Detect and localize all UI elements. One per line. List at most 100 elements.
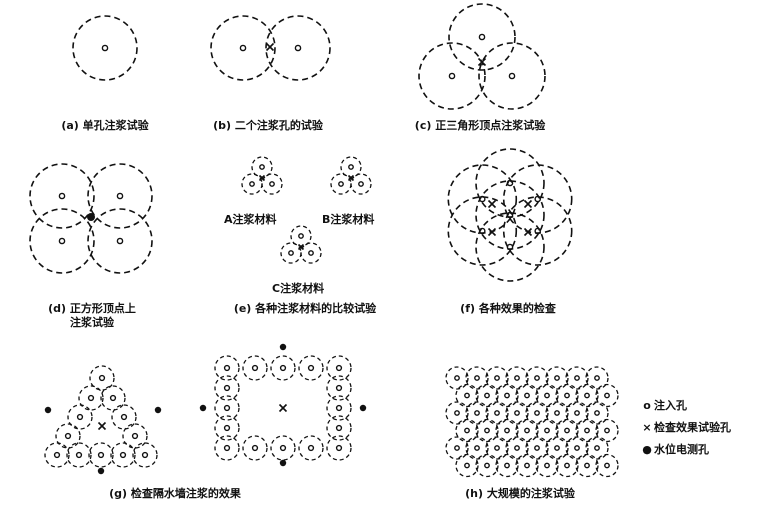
caption-c: (c) 正三角形顶点注浆试验 [414, 119, 546, 132]
grout-zone [495, 418, 519, 443]
grout-zone [88, 442, 114, 468]
grout-hole-icon [554, 375, 560, 381]
grout-zone [445, 436, 469, 460]
grout-zone [485, 366, 509, 390]
grout-hole-icon [554, 445, 560, 451]
grout-hole-icon [504, 427, 510, 434]
water-level-hole-icon [279, 343, 287, 351]
grout-zone [595, 453, 619, 478]
grout-zone [535, 418, 559, 443]
grout-zone [475, 453, 499, 478]
panel-e-materials [241, 156, 372, 264]
check-hole-icon [97, 421, 107, 431]
grout-hole-icon [53, 451, 61, 459]
panel-h-large-scale [445, 366, 619, 478]
grout-zone [585, 436, 609, 460]
grout-hole-icon [308, 250, 314, 256]
grout-zone [214, 415, 240, 441]
grout-hole-icon [464, 427, 470, 434]
grout-hole-icon [335, 384, 343, 392]
material-a-label: A注浆材料 [224, 213, 277, 226]
grout-zone [55, 423, 81, 449]
grout-hole-icon [524, 462, 530, 469]
grout-zone [585, 401, 609, 425]
caption-g: (g) 检查隔水墙注浆的效果 [109, 487, 241, 500]
grout-hole-icon [223, 424, 231, 432]
grout-hole-icon [335, 424, 343, 432]
grout-zone [210, 15, 276, 81]
grout-zone [87, 163, 153, 229]
grout-hole-icon [494, 410, 500, 416]
grout-zone [448, 3, 516, 71]
legend-item-water-level-hole: ● 水位电测孔 [640, 441, 709, 457]
grout-zone [455, 383, 479, 408]
grout-zone [465, 401, 489, 425]
grout-hole-icon [76, 413, 84, 421]
grout-hole-icon [544, 462, 550, 469]
grout-zone [445, 401, 469, 425]
grout-zone [214, 435, 240, 461]
grout-zone [502, 196, 573, 266]
grout-hole-icon [141, 451, 149, 459]
water-level-hole-icon: ● [642, 442, 652, 456]
grout-zone [535, 383, 559, 408]
grout-hole-icon [448, 72, 456, 80]
water-level-hole-icon [87, 213, 95, 221]
grout-zone [475, 418, 499, 443]
grout-zone [575, 383, 599, 408]
grout-zone [535, 453, 559, 478]
caption-a: (a) 单孔注浆试验 [61, 119, 149, 132]
grout-hole-icon [534, 445, 540, 451]
grout-zone [478, 42, 546, 110]
grout-zone [555, 418, 579, 443]
grout-hole-icon [335, 444, 343, 452]
grout-hole-icon [474, 445, 480, 451]
legend-label-grout-hole: 注入孔 [654, 399, 687, 412]
grout-zone [326, 395, 352, 421]
grout-hole-icon [564, 427, 570, 434]
panel-a-single-hole [72, 15, 138, 81]
legend-item-grout-hole: o 注入孔 [640, 397, 687, 413]
grout-zone [261, 173, 283, 195]
grout-hole-icon [64, 432, 72, 440]
check-hole-icon [487, 227, 497, 237]
grout-hole-icon [564, 462, 570, 469]
grout-zone [465, 366, 489, 390]
grout-hole-icon [116, 192, 124, 200]
grout-zone [265, 15, 331, 81]
grout-zone [122, 423, 148, 449]
caption-d-line2: 注浆试验 [70, 316, 114, 329]
panel-b-two-holes [210, 15, 331, 81]
grout-zone [565, 401, 589, 425]
grout-hole-icon [574, 445, 580, 451]
check-hole-icon [487, 199, 497, 209]
grout-zone [87, 208, 153, 274]
grout-hole-icon [239, 44, 247, 52]
grout-zone [455, 418, 479, 443]
grout-zone [525, 436, 549, 460]
grout-hole-icon [223, 404, 231, 412]
grout-hole-icon [119, 451, 127, 459]
grout-hole-icon [604, 392, 610, 399]
check-hole-icon [297, 243, 305, 251]
water-level-hole-icon [279, 459, 287, 467]
grout-zone [326, 375, 352, 401]
grout-hole-icon [131, 432, 139, 440]
caption-h: (h) 大规模的注浆试验 [465, 487, 575, 500]
grout-zone [330, 173, 352, 195]
grout-zone [66, 442, 92, 468]
grout-hole-icon [307, 444, 315, 452]
grout-hole-icon [524, 427, 530, 434]
grout-zone [214, 355, 240, 381]
grout-hole-icon [269, 181, 275, 187]
grout-hole-icon [584, 462, 590, 469]
grout-hole-icon [294, 44, 302, 52]
grout-hole-icon [223, 384, 231, 392]
grout-hole-icon [58, 237, 66, 245]
grout-zone [72, 15, 138, 81]
check-hole-icon [477, 57, 487, 67]
grout-hole-icon [524, 392, 530, 399]
grout-hole-icon [298, 233, 304, 239]
grout-hole-icon [544, 427, 550, 434]
